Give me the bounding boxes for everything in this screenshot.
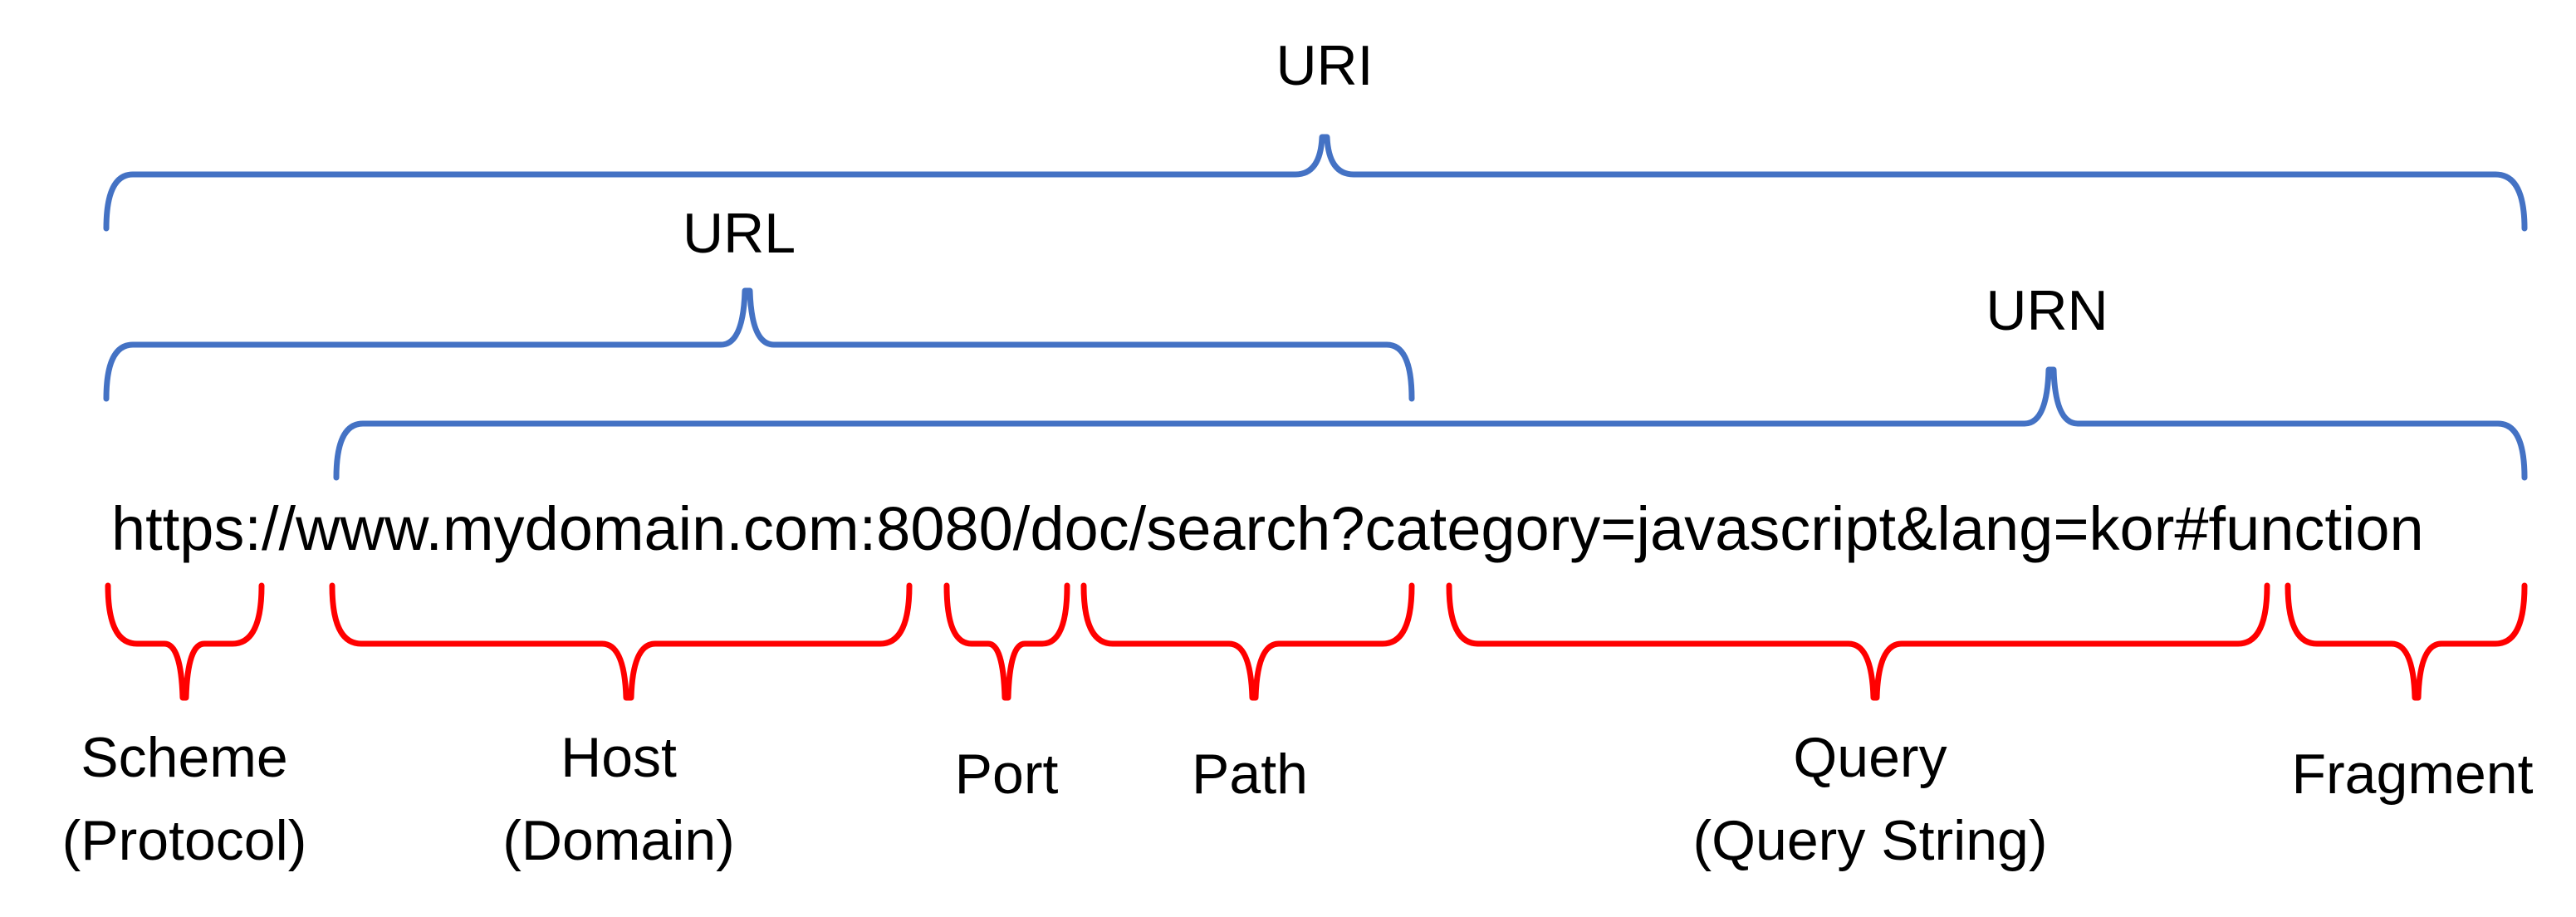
host-brace [329,582,913,701]
scheme-brace [105,582,265,701]
url-label: URL [682,202,796,265]
urn-brace [333,366,2528,481]
query-label: Query (Query String) [1692,726,2048,872]
url-brace [103,287,1415,402]
scheme-label: Scheme (Protocol) [61,726,307,872]
port-label: Port [954,743,1059,806]
path-brace [1080,582,1415,701]
fragment-label: Fragment [2291,743,2534,806]
example-url-text: https://www.mydomain.com:8080/doc/search… [111,494,2424,563]
uri-label: URI [1276,34,1374,97]
fragment-brace [2285,582,2528,701]
query-brace [1446,582,2270,701]
uri-brace [103,134,2528,232]
port-brace [943,582,1070,701]
path-label: Path [1192,743,1308,806]
host-label: Host (Domain) [502,726,735,872]
urn-label: URN [1986,279,2108,342]
